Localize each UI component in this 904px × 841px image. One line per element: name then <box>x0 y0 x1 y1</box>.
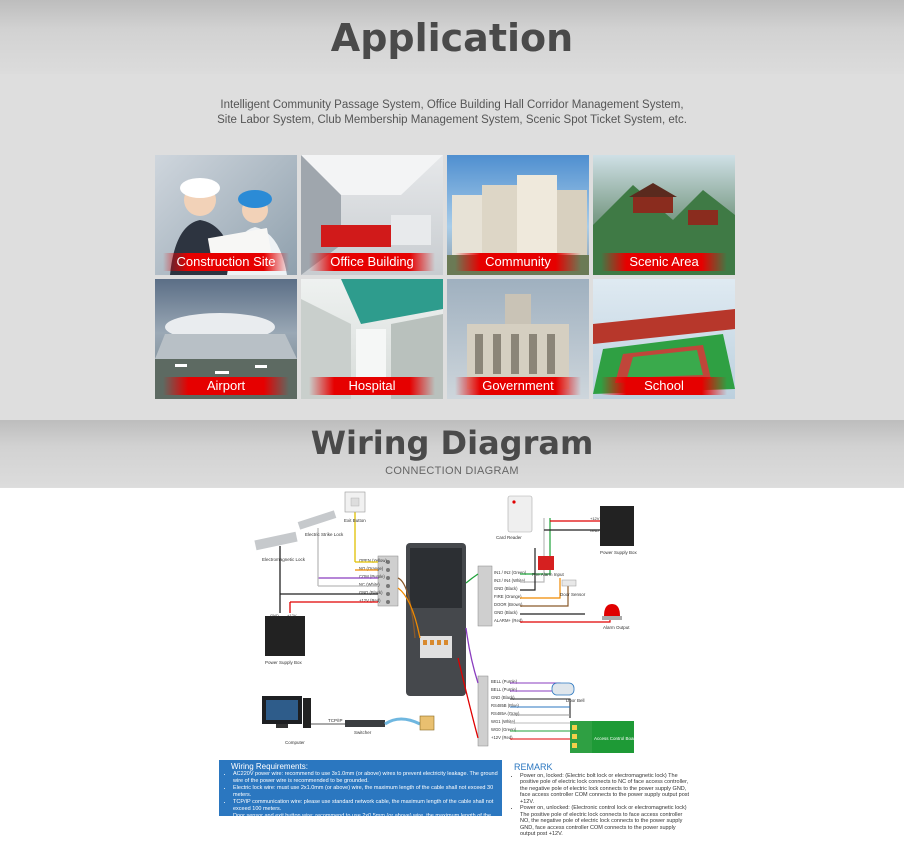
left-term-1: NO (Orange) <box>359 566 384 571</box>
bottom-term-2: GND (Black) <box>491 695 515 700</box>
alarm-siren-device <box>604 604 620 616</box>
right-term-4: DOOR (Brown) <box>494 602 523 607</box>
requirements-title: Wiring Requirements: <box>231 762 308 771</box>
tile-label: Construction Site <box>163 253 289 271</box>
computer-tower <box>303 698 311 728</box>
left-term-4: GND (Black) <box>359 590 383 595</box>
requirement-item: AC220V power wire: recommend to use 3x1.… <box>233 771 502 785</box>
wiring-subtitle: CONNECTION DIAGRAM <box>385 465 519 477</box>
bottom-term-5: WG1 (White) <box>491 719 516 724</box>
tile-community: Community <box>447 155 589 275</box>
psu-left-12v: +12V <box>287 613 297 618</box>
em-lock-device <box>254 531 298 551</box>
wiring-title: Wiring Diagram <box>310 424 594 462</box>
intro-text: Intelligent Community Passage System, Of… <box>0 98 904 128</box>
remark-title: REMARK <box>514 762 553 772</box>
computer-label: Computer <box>285 740 305 745</box>
wiring-band <box>0 420 904 487</box>
psu-left-gnd: GND <box>270 613 279 618</box>
requirement-item: Electric lock wire: must use 2x1.0mm (or… <box>233 785 502 799</box>
tile-scenic-area: Scenic Area <box>593 155 735 275</box>
bottom-term-3: RS485B (Blue) <box>491 703 520 708</box>
remark-box: REMARK Power on, locked: (Electric bolt … <box>510 762 690 838</box>
bottom-term-7: +12V (Red) <box>491 735 513 740</box>
remark-item: Power on, unlocked: (Electronic control … <box>520 805 690 838</box>
intro-line-1: Intelligent Community Passage System, Of… <box>220 99 684 111</box>
psu-right-device <box>600 506 634 546</box>
rj45-connector <box>419 715 435 731</box>
bottom-terminal-block <box>477 675 489 747</box>
controller-port-block <box>420 636 452 658</box>
tile-construction-site: Construction Site <box>155 155 297 275</box>
right-term-3: FIRE (Orange) <box>494 594 522 599</box>
tile-label: Airport <box>163 377 289 395</box>
fire-alarm-label: Fire Alarm Input <box>532 572 565 577</box>
switcher-label: Switcher <box>354 730 372 735</box>
left-terminal-block <box>377 555 399 607</box>
tile-label: Scenic Area <box>601 253 727 271</box>
tile-label: Office Building <box>309 253 435 271</box>
switcher-device <box>345 720 385 727</box>
psu-right-12v: +12V <box>590 516 600 521</box>
requirement-item: Wiegand Signal Wire: Suggest to use 6 x … <box>233 827 502 841</box>
bottom-term-1: BELL (Purple) <box>491 687 518 692</box>
psu-left-label: Power Supply Box <box>265 660 303 665</box>
strike-lock-device <box>297 510 337 530</box>
tile-label: Hospital <box>309 377 435 395</box>
left-term-5: +12V (Red) <box>359 598 381 603</box>
tile-hospital: Hospital <box>301 279 443 399</box>
requirement-item: Door sensor and exit button wire: recomm… <box>233 813 502 827</box>
tile-school: School <box>593 279 735 399</box>
tile-office-building: Office Building <box>301 155 443 275</box>
wiring-requirements-box: Wiring Requirements: AC220V power wire: … <box>219 760 502 840</box>
right-term-0: IN1 / IN2 (Green) <box>494 570 527 575</box>
scenic-area-image <box>593 183 735 275</box>
right-term-1: IN3 / IN4 (White) <box>494 578 526 583</box>
bottom-term-6: WG0 (Green) <box>491 727 517 732</box>
right-term-5: GND (Black) <box>494 610 518 615</box>
left-term-3: NC (White) <box>359 582 380 587</box>
wiring-diagram: OPEN (Yellow) NO (Orange) COM (Purple) N… <box>254 491 638 753</box>
bottom-term-0: BELL (Purple) <box>491 679 518 684</box>
exit-button-label: Exit Button <box>344 518 366 523</box>
door-bell-device <box>551 682 575 696</box>
tile-label: Community <box>455 253 581 271</box>
tcpip-label: TCP/IP <box>328 718 343 723</box>
psu-left-device <box>265 616 305 656</box>
left-term-2: COM (Purple) <box>359 574 385 579</box>
right-terminal-block <box>477 565 493 627</box>
page-title: Application <box>330 16 574 60</box>
right-term-2: GND (Black) <box>494 586 518 591</box>
header-band <box>0 0 904 74</box>
tile-airport: Airport <box>155 279 297 399</box>
bottom-term-4: RS485A (Gray) <box>491 711 520 716</box>
office-building-image <box>301 155 443 275</box>
fire-alarm-device <box>538 556 554 570</box>
door-sensor-device <box>561 579 577 587</box>
tile-government: Government <box>447 279 589 399</box>
acb-label: Access Control Board <box>594 736 638 741</box>
card-reader-label: Card Reader <box>496 535 522 540</box>
card-reader-device <box>507 495 533 533</box>
psu-right-label: Power Supply Box <box>600 550 638 555</box>
em-lock-label: Electromagnetic Lock <box>262 557 306 562</box>
remark-item: Power on, locked: (Electric bolt lock or… <box>520 773 690 806</box>
intro-line-2: Site Labor System, Club Membership Manag… <box>217 114 687 126</box>
requirement-item: TCP/IP communication wire: please use st… <box>233 799 502 813</box>
tile-label: School <box>601 377 727 395</box>
door-sensor-label: Door Sensor <box>560 592 586 597</box>
right-term-6: ALARM+ (Red) <box>494 618 523 623</box>
psu-right-gnd: GND <box>590 528 599 533</box>
tile-label: Government <box>455 377 581 395</box>
alarm-output-label: Alarm Output <box>603 625 630 630</box>
strike-lock-label: Electric Strike Lock <box>305 532 344 537</box>
door-bell-label: Door Bell <box>566 698 585 703</box>
left-term-0: OPEN (Yellow) <box>359 558 387 563</box>
